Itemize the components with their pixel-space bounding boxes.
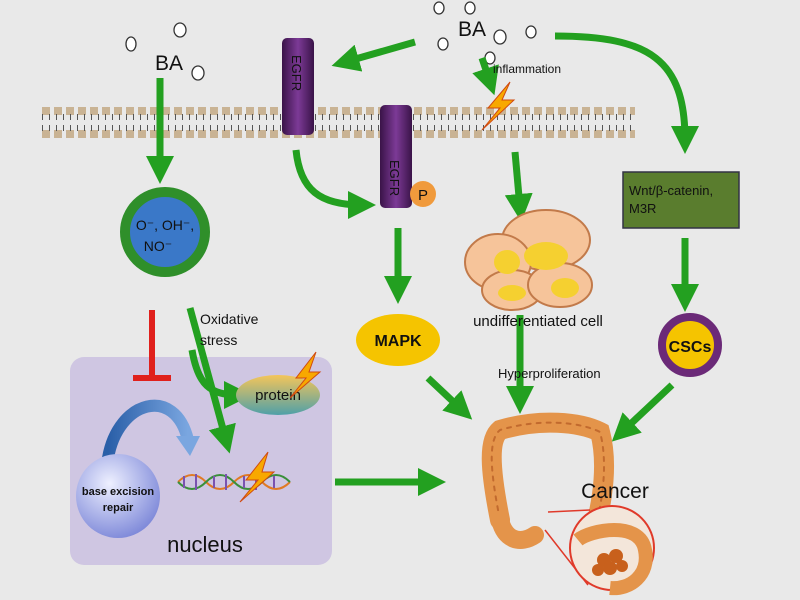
ros-label-line1: O⁻, OH⁻,: [136, 217, 194, 233]
hyperproliferation-label: Hyperproliferation: [498, 366, 601, 381]
svg-text:stress: stress: [200, 332, 237, 348]
protein-node: [236, 375, 320, 415]
tumor-magnifier-icon: [544, 505, 655, 596]
svg-text:repair: repair: [103, 502, 134, 514]
arrow-inflammation-to-cell: [504, 151, 533, 222]
wnt-box: [622, 171, 740, 229]
ros-label-line2: NO⁻: [144, 238, 172, 254]
ros-circle: [120, 187, 210, 277]
cancer-label: Cancer: [581, 480, 649, 503]
arrow-to-protein: [188, 349, 252, 409]
svg-text:Wnt/β-catenin,: Wnt/β-catenin,: [629, 183, 713, 198]
lightning-bolt-icon: [481, 81, 516, 131]
phospho-badge: [410, 181, 436, 207]
egfr-receptor-phosphorylated: EGFR P: [380, 105, 436, 208]
cscs-circle: [658, 313, 722, 377]
svg-text:base excision: base excision: [82, 486, 154, 498]
ba-label-top: BA: [458, 18, 486, 41]
svg-text:CSCs: CSCs: [669, 339, 712, 356]
base-excision-repair-node: [76, 454, 160, 538]
arrow-ba-to-inflammation: [472, 56, 499, 96]
colon-organ-icon: [481, 412, 614, 570]
svg-text:Oxidative: Oxidative: [200, 311, 259, 327]
repair-curve-arrow: [102, 399, 194, 460]
ba-label-left: BA: [155, 52, 183, 75]
mapk-node: [356, 314, 440, 366]
svg-text:EGFR: EGFR: [387, 160, 402, 196]
svg-text:P: P: [418, 187, 428, 204]
svg-text:MAPK: MAPK: [374, 333, 422, 350]
pathway-arrows: [146, 32, 699, 496]
arrow-ros-oxidative-stress: [186, 307, 236, 454]
nucleus-label: nucleus: [167, 532, 243, 557]
svg-text:EGFR: EGFR: [289, 55, 304, 91]
svg-text:M3R: M3R: [629, 201, 656, 216]
arrow-ba-to-wnt: [554, 32, 699, 154]
inflammation-label: inflammation: [493, 62, 561, 76]
svg-text:protein: protein: [255, 387, 301, 404]
undifferentiated-cell-cluster: [464, 209, 593, 311]
lightning-bolt-icon: [239, 451, 276, 503]
bile-acid-particles: [125, 1, 537, 81]
arrow-ba-to-egfr: [331, 38, 416, 72]
inhibition-marker: [133, 310, 171, 381]
arrow-mapk-to-cancer: [425, 375, 473, 420]
dna-helix-icon: [177, 474, 291, 490]
lightning-bolt-icon: [289, 351, 322, 399]
cell-membrane: [42, 107, 635, 138]
arrow-cscs-to-cancer: [611, 382, 675, 442]
arrow-egfr-phosphorylation: [292, 149, 376, 219]
undiff-cell-label: undifferentiated cell: [473, 313, 603, 330]
egfr-receptor-top: EGFR: [282, 38, 314, 135]
